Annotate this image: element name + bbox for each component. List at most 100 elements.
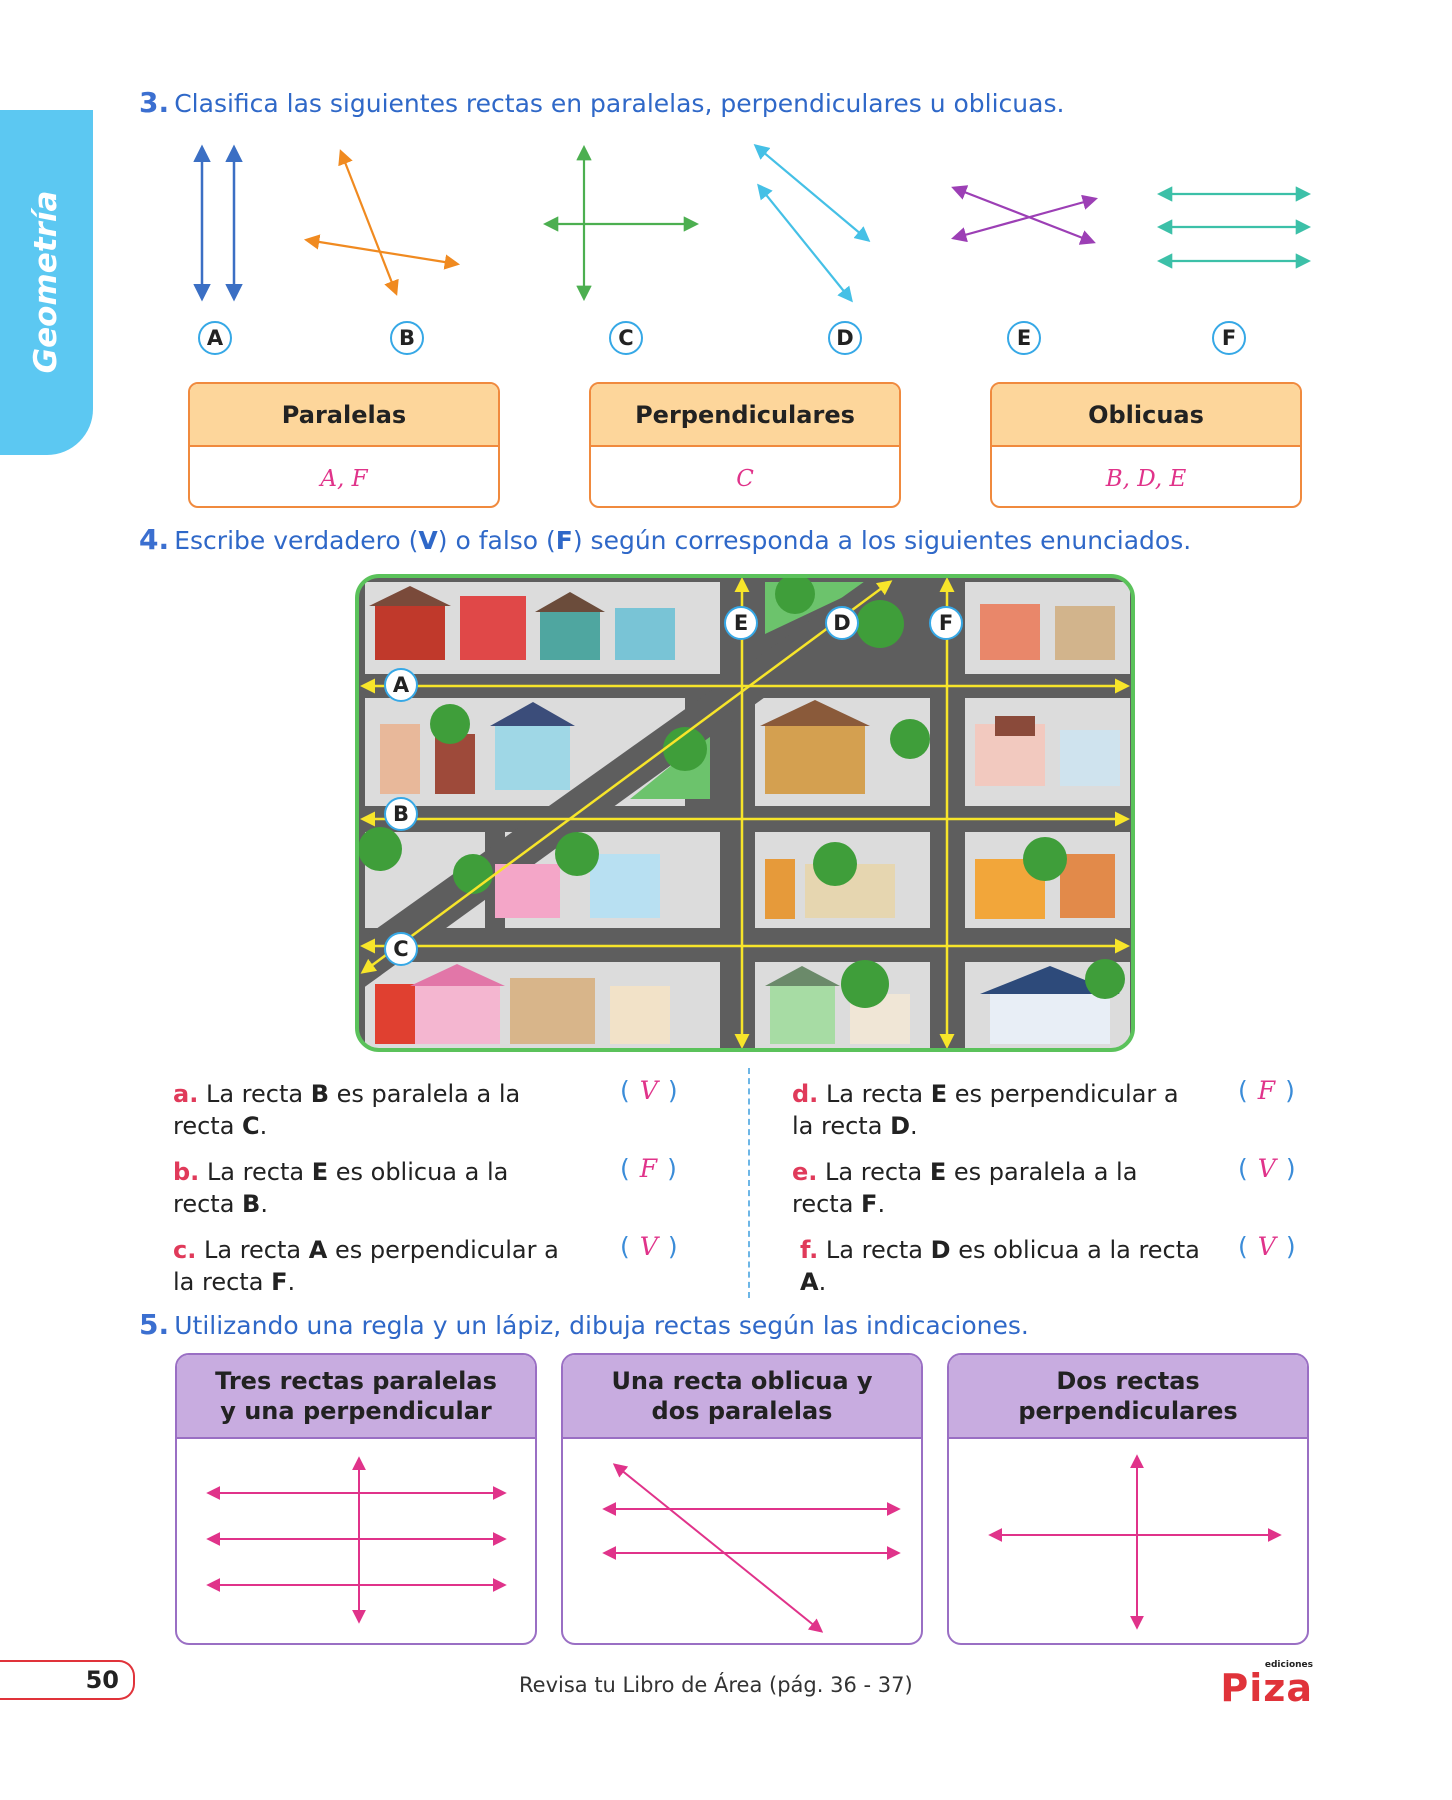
- statement-line: F: [271, 1268, 288, 1296]
- statement-line: B: [242, 1190, 261, 1218]
- answer-e[interactable]: (V): [1238, 1154, 1296, 1183]
- q4-text-part: Escribe verdadero (: [174, 526, 419, 555]
- statement-a: a. La recta B es paralela a la recta C.: [173, 1078, 573, 1142]
- statement-text: La recta: [206, 1158, 312, 1186]
- q5-heading: 5. Utilizando una regla y un lápiz, dibu…: [139, 1308, 1029, 1341]
- line-d: [753, 144, 871, 303]
- line-c: [542, 144, 700, 302]
- statement-text: La recta: [825, 1236, 931, 1264]
- statement-letter: e.: [792, 1158, 818, 1186]
- statement-line: E: [929, 1158, 947, 1186]
- statement-text: .: [287, 1268, 296, 1296]
- answer-b[interactable]: (F): [620, 1154, 677, 1183]
- map-label-b: B: [384, 797, 418, 831]
- q4-text-part: ) o falso (: [437, 526, 556, 555]
- statement-text: La recta: [205, 1080, 311, 1108]
- map-label-c: C: [384, 932, 418, 966]
- q4-number: 4.: [139, 523, 170, 556]
- line-b: [303, 149, 461, 296]
- map-label-d: D: [825, 606, 859, 640]
- statement-text: .: [260, 1190, 268, 1218]
- table-perpendiculares: Perpendiculares C: [589, 382, 901, 508]
- statement-c: c. La recta A es perpendicular a la rect…: [173, 1234, 573, 1298]
- card-title-line: perpendiculares: [1018, 1397, 1238, 1425]
- paren-open: (: [1238, 1076, 1248, 1105]
- statement-e: e. La recta E es paralela a la recta F.: [792, 1156, 1192, 1220]
- statement-text: La recta: [203, 1236, 309, 1264]
- paren-open: (: [620, 1154, 630, 1183]
- paren-close: ): [667, 1232, 678, 1261]
- q4-text-part: ) según corresponda a los siguientes enu…: [572, 526, 1192, 555]
- paren-open: (: [620, 1232, 630, 1261]
- answer-value: V: [1257, 1232, 1276, 1261]
- statement-text: es perpendicular a la recta: [173, 1236, 559, 1296]
- statement-line: A: [308, 1236, 328, 1264]
- table-answer[interactable]: B, D, E: [1105, 465, 1187, 492]
- statement-d: d. La recta E es perpendicular a la rect…: [792, 1078, 1192, 1142]
- answer-d[interactable]: ( F): [1238, 1076, 1295, 1105]
- card-title-line: Dos rectas: [1056, 1367, 1200, 1395]
- figure-label-c: C: [609, 321, 643, 355]
- statement-line: A: [800, 1268, 819, 1296]
- q5-number: 5.: [139, 1308, 170, 1341]
- statement-text: .: [909, 1112, 918, 1140]
- statement-letter: a.: [173, 1080, 199, 1108]
- drawing-area[interactable]: [563, 1439, 921, 1643]
- statement-text: La recta: [825, 1080, 931, 1108]
- line-a: [193, 144, 243, 302]
- statement-text: La recta: [825, 1158, 930, 1186]
- answer-value: F: [639, 1154, 658, 1183]
- answer-value: F: [1257, 1076, 1276, 1105]
- page-number: 50: [0, 1660, 135, 1700]
- map-label-f: F: [929, 606, 963, 640]
- figure-label-e: E: [1007, 321, 1041, 355]
- q4-v: V: [418, 526, 438, 555]
- drawing-area[interactable]: [949, 1439, 1307, 1643]
- statement-b: b. La recta E es oblicua a la recta B.: [173, 1156, 573, 1220]
- table-answer[interactable]: C: [736, 465, 754, 492]
- answer-f[interactable]: (V): [1238, 1232, 1296, 1261]
- table-header: Oblicuas: [992, 384, 1300, 447]
- table-answer[interactable]: A, F: [320, 465, 368, 492]
- city-map: [355, 574, 1135, 1052]
- paren-close: ): [1285, 1076, 1295, 1105]
- q3-number: 3.: [139, 86, 170, 119]
- statement-text: es oblicua a la recta: [173, 1158, 509, 1218]
- answer-c[interactable]: ( V): [620, 1232, 678, 1261]
- paren-close: ): [667, 1076, 678, 1105]
- statement-line: F: [861, 1190, 878, 1218]
- statement-text: .: [259, 1112, 268, 1140]
- statement-text: .: [818, 1268, 827, 1296]
- statement-text: es paralela a la recta: [173, 1080, 521, 1140]
- answer-value: V: [639, 1232, 658, 1261]
- card-title-line: Una recta oblicua y: [611, 1367, 873, 1395]
- answer-value: V: [639, 1076, 658, 1105]
- statement-line: D: [890, 1112, 910, 1140]
- answer-a[interactable]: ( V): [620, 1076, 678, 1105]
- paren-open: (: [1238, 1232, 1248, 1261]
- paren-open: (: [1238, 1154, 1248, 1183]
- figure-label-a: A: [198, 321, 232, 355]
- statement-f: f. La recta D es oblicua a la recta A.: [800, 1234, 1200, 1298]
- q4-heading: 4. Escribe verdadero (V) o falso (F) seg…: [139, 523, 1191, 556]
- paren-open: (: [620, 1076, 630, 1105]
- side-tab: Geometría: [0, 110, 93, 455]
- figure-label-d: D: [828, 321, 862, 355]
- statement-letter: b.: [173, 1158, 200, 1186]
- statement-line: E: [311, 1158, 329, 1186]
- statement-text: .: [877, 1190, 886, 1218]
- footer-reference: Revisa tu Libro de Área (pág. 36 - 37): [519, 1673, 913, 1697]
- line-f: [1156, 186, 1312, 269]
- statement-line: C: [242, 1112, 260, 1140]
- drawing-area[interactable]: [177, 1439, 535, 1643]
- brand-logo: ediciones Piza: [1213, 1660, 1313, 1707]
- statement-letter: c.: [173, 1236, 197, 1264]
- table-oblicuas: Oblicuas B, D, E: [990, 382, 1302, 508]
- answer-value: V: [1257, 1154, 1276, 1183]
